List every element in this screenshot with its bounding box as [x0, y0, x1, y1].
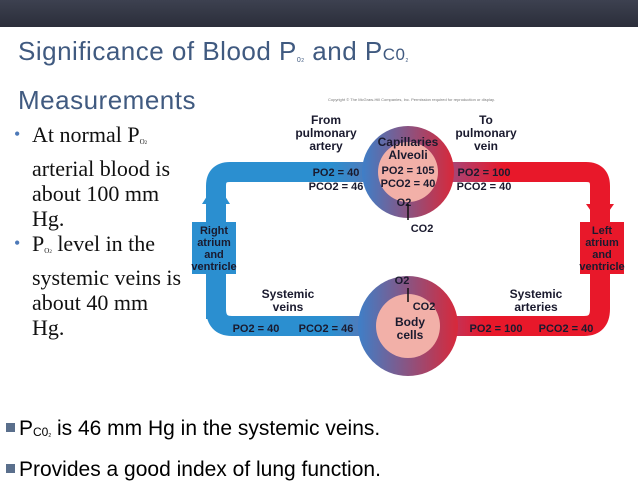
right-heart-3: and: [204, 249, 224, 261]
capillaries-label: Capillaries: [378, 135, 439, 149]
bullet-venous: • PO2 level in the systemic veins is abo…: [10, 231, 185, 340]
title-sub-1: 0: [296, 57, 302, 64]
square-bullet-icon: [6, 423, 15, 433]
sys-vein-pco2: PCO2 = 46: [299, 323, 354, 335]
right-heart-4: ventricle: [191, 261, 236, 273]
body-cells-1: Body: [395, 315, 425, 329]
vein-out-pco2: PCO2 = 40: [457, 181, 512, 193]
body-co2: CO2: [413, 301, 436, 313]
alveoli-label: Alveoli: [388, 148, 427, 162]
lower-text: is 46 mm Hg in the systemic veins.: [51, 417, 381, 440]
sys-vein-po2: PO2 = 40: [233, 323, 280, 335]
lung-co2: CO2: [411, 223, 434, 235]
bullet-dot: •: [14, 124, 21, 144]
bullet-sub: O: [139, 138, 145, 146]
lower-bullet-index: Provides a good index of lung function.: [4, 453, 634, 486]
left-heart-3: and: [592, 249, 612, 261]
right-heart-box: [192, 222, 236, 274]
title-sub-1b: 2: [301, 58, 305, 64]
alv-po2: PO2 = 105: [382, 165, 435, 177]
vein-out-po2: PO2 = 100: [458, 167, 511, 179]
alv-pco2: PCO2 = 40: [381, 178, 436, 190]
lower-sub2: 2: [48, 433, 52, 439]
from-artery-3: artery: [309, 139, 343, 153]
bullet-list: • At normal PO2 arterial blood is about …: [10, 122, 185, 340]
right-heart-2: atrium: [197, 237, 231, 249]
bullet-sub2: 2: [144, 141, 148, 146]
systemic-veins-2: veins: [273, 300, 304, 314]
circulation-svg: From pulmonary artery To pulmonary vein …: [191, 113, 625, 376]
top-banner: [0, 0, 638, 27]
sys-art-pco2: PCO2 = 40: [539, 323, 594, 335]
bullet-sub: O: [44, 247, 50, 255]
bullet-sub2: 2: [49, 250, 52, 255]
bullet-arterial: • At normal PO2 arterial blood is about …: [10, 122, 185, 231]
systemic-veins-1: Systemic: [262, 287, 315, 301]
top-arrow-icon: [546, 162, 566, 182]
left-heart-1: Left: [592, 225, 613, 237]
bottom-arrow-icon: [496, 316, 516, 336]
lower-sub: C0: [33, 425, 49, 439]
lower-bullets: PC02 is 46 mm Hg in the systemic veins. …: [4, 412, 634, 486]
left-arrow-icon: [202, 182, 230, 204]
title-text-1: Significance of Blood P: [18, 36, 297, 66]
bullet-dot: •: [14, 233, 21, 253]
art-in-po2: PO2 = 40: [313, 167, 360, 179]
to-vein-3: vein: [474, 139, 498, 153]
bullet-p: P: [127, 122, 140, 147]
body-o2: O2: [395, 275, 410, 287]
left-heart-2: atrium: [585, 237, 619, 249]
lower-p: P: [19, 417, 34, 440]
left-heart-box: [580, 222, 624, 274]
alveoli-circle: [378, 142, 438, 202]
from-artery-1: From: [311, 113, 341, 127]
from-artery-2: pulmonary: [295, 126, 357, 140]
sys-art-po2: PO2 = 100: [470, 323, 523, 335]
slide-title: Significance of Blood P02 and PC02 Measu…: [18, 32, 478, 120]
right-arrow-icon: [586, 204, 614, 224]
systemic-arteries-2: arteries: [514, 300, 558, 314]
left-heart-4: ventricle: [579, 261, 624, 273]
square-bullet-icon: [6, 464, 15, 474]
title-text-2b: C0: [382, 45, 406, 64]
to-vein-2: pulmonary: [455, 126, 517, 140]
copyright-notice: Copyright © The McGraw-Hill Companies, I…: [328, 97, 495, 102]
right-heart-1: Right: [200, 225, 228, 237]
bullet-pre: At normal: [32, 122, 128, 147]
lung-o2: O2: [397, 197, 412, 209]
art-in-pco2: PCO2 = 46: [309, 181, 364, 193]
bullet-text: arterial blood is about 100 mm Hg.: [32, 156, 171, 231]
body-cells-circle: [376, 294, 440, 358]
systemic-arteries-1: Systemic: [510, 287, 563, 301]
gas-exchange-diagram: From pulmonary artery To pulmonary vein …: [186, 104, 636, 399]
title-line-2: Measurements: [18, 85, 196, 115]
bullet-p: P: [32, 231, 45, 256]
body-cells-2: cells: [397, 328, 424, 342]
lower-text: Provides a good index of lung function.: [19, 458, 381, 481]
to-vein-1: To: [479, 113, 493, 127]
title-sub-2: 2: [405, 58, 409, 64]
lower-bullet-pco2: PC02 is 46 mm Hg in the systemic veins.: [4, 412, 634, 453]
title-text-2: and P: [304, 36, 383, 66]
bullet-text: level in the systemic veins is about 40 …: [32, 231, 182, 340]
